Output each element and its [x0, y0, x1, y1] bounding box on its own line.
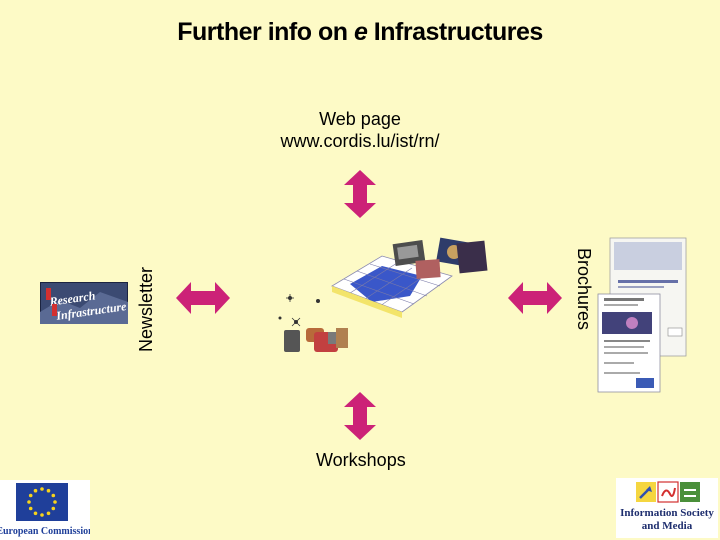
web-page-label: Web page: [0, 108, 720, 130]
title-prefix: Further info on: [177, 18, 354, 46]
title-suffix: Infrastructures: [367, 18, 542, 46]
european-commission-logo: European Commission: [0, 480, 90, 540]
eu-star-icon: [27, 500, 31, 504]
eu-star-icon: [53, 500, 57, 504]
arrow-left-right-left: [176, 278, 230, 318]
isam-logo-line2: and Media: [642, 520, 693, 532]
isam-logo-line1: Information Society: [620, 507, 714, 519]
newsletter-label: Newsletter: [136, 267, 157, 352]
arrow-up-down-bottom: [340, 392, 380, 440]
eu-star-icon: [40, 513, 44, 517]
eu-star-icon: [47, 489, 51, 493]
eu-star-icon: [40, 487, 44, 491]
information-society-logo: Information Society and Media: [616, 478, 718, 538]
eu-star-icon: [34, 489, 38, 493]
newsletter-logo-image: Research Infrastructure: [40, 282, 128, 324]
workshops-label: Workshops: [316, 450, 406, 471]
eu-star-icon: [47, 512, 51, 516]
brochures-image: [596, 236, 694, 394]
eu-logo-text: European Commission: [0, 526, 90, 537]
arrow-left-right-right: [508, 278, 562, 318]
web-page-url[interactable]: www.cordis.lu/ist/rn/: [0, 130, 720, 152]
brochures-label: Brochures: [573, 248, 594, 330]
eu-star-icon: [52, 494, 56, 498]
title-emphasis: e: [354, 18, 367, 46]
web-page-info: Web page www.cordis.lu/ist/rn/: [0, 108, 720, 152]
arrow-up-down-top: [340, 170, 380, 218]
slide-title: Further info on e Infrastructures: [0, 18, 720, 47]
center-collage-image: [262, 236, 500, 356]
eu-star-icon: [34, 512, 38, 516]
eu-star-icon: [29, 494, 33, 498]
eu-star-icon: [52, 507, 56, 511]
eu-star-icon: [29, 507, 33, 511]
